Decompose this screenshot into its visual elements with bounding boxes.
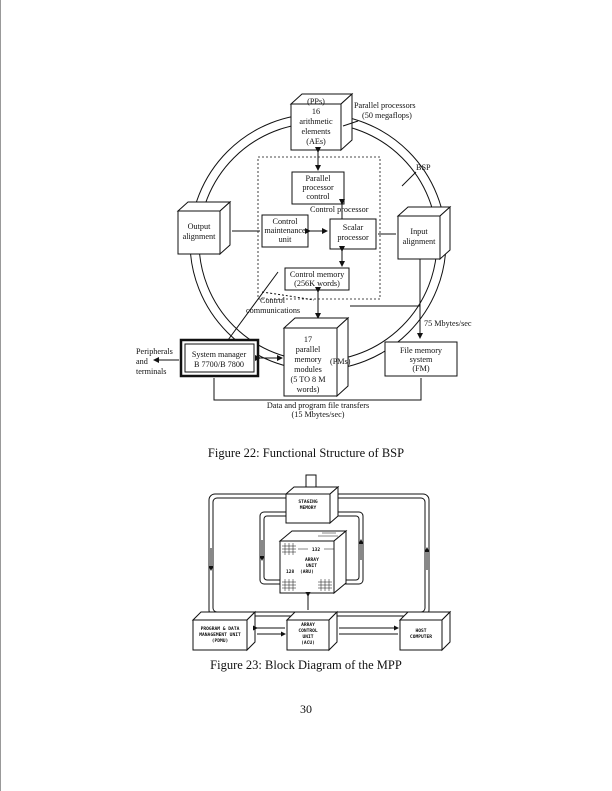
control-comm-link	[261, 291, 315, 301]
staging-1: MEMORY	[300, 505, 317, 511]
aru-box: 132 ARRAY UNIT (ARU) 128	[278, 529, 348, 595]
fm-box: File memory system (FM)	[384, 341, 458, 377]
staging-0: STAGING	[298, 499, 318, 505]
control-processor-label: Control processor	[310, 205, 369, 214]
ppc-line-2: control	[306, 192, 330, 201]
pp-label-pointer	[342, 120, 359, 127]
aru-2: (ARU)	[300, 569, 314, 575]
pp-label-1: (50 megaflops)	[362, 111, 412, 120]
staging-memory-box: STAGING MEMORY	[284, 474, 340, 525]
pp-line-0: (PPs)	[307, 97, 325, 106]
fm-line-1: system	[410, 355, 433, 364]
figure-22-caption: Figure 22: Functional Structure of BSP	[207, 446, 405, 460]
scalar-box: Scalar processor	[329, 218, 377, 250]
pp-line-3: elements	[301, 127, 330, 136]
aru-grid	[282, 532, 338, 591]
aru-dim-132: 132	[312, 547, 321, 553]
peripherals-0: Peripherals	[136, 347, 173, 356]
transfer-loop	[213, 378, 422, 401]
aru-1: UNIT	[306, 563, 317, 569]
pm-line-4: (5 TO 8 M	[291, 375, 327, 384]
peripherals-1: and	[136, 357, 148, 366]
fm-line-0: File memory	[400, 346, 443, 355]
pms-label: (PMs)	[330, 357, 351, 366]
input-line-1: alignment	[403, 237, 436, 246]
control-comm-1: communications	[246, 306, 300, 315]
bsp-label: BSP	[416, 163, 431, 172]
control-comm-0: Control	[260, 296, 286, 305]
cmu-box: Control maintenance unit	[261, 214, 309, 248]
pdmu-1: MANAGEMENT UNIT	[199, 632, 241, 638]
pdmu-box: PROGRAM & DATA MANAGEMENT UNIT (PDMU)	[191, 610, 257, 652]
pp-label-0: Parallel processors	[354, 101, 416, 110]
transfer-1: (15 Mbytes/sec)	[292, 410, 345, 419]
aru-dim-128: 128	[286, 569, 295, 575]
page-edge	[0, 0, 1, 791]
pp-line-2: arithmetic	[299, 117, 333, 126]
ppc-line-0: Parallel	[305, 174, 331, 183]
host-box: HOST COMPUTER	[398, 610, 452, 652]
cm-line-0: Control memory	[290, 270, 345, 279]
sm-line-0: System manager	[192, 350, 247, 359]
input-line-0: Input	[410, 227, 428, 236]
output-box: Output alignment	[176, 200, 232, 256]
pm-line-2: memory	[294, 355, 322, 364]
pm-line-3: modules	[294, 365, 322, 374]
ppc-line-1: processor	[302, 183, 334, 192]
rate-label: 75 Mbytes/sec	[424, 319, 472, 328]
pdmu-0: PROGRAM & DATA	[201, 626, 240, 632]
acu-1: CONTROL	[298, 628, 318, 634]
sm-box: System manager B 7700/B 7800	[179, 338, 260, 378]
figure-22-bsp-diagram: (PPs) 16 arithmetic elements (AEs) Paral…	[136, 92, 472, 419]
cmu-line-2: unit	[279, 235, 292, 244]
cmu-line-0: Control	[272, 217, 298, 226]
pm-box: 17 parallel memory modules (5 TO 8 M wor…	[282, 316, 350, 398]
cmu-line-1: maintenance	[264, 226, 306, 235]
pp-line-4: (AEs)	[306, 137, 326, 146]
acu-2: UNIT	[302, 634, 313, 640]
host-1: COMPUTER	[410, 634, 432, 640]
pm-line-5: words)	[297, 385, 320, 394]
scalar-line-0: Scalar	[343, 223, 364, 232]
pm-line-0: 17	[304, 335, 312, 344]
output-line-0: Output	[188, 222, 211, 231]
output-line-1: alignment	[183, 232, 216, 241]
page-number: 30	[300, 702, 312, 716]
transfer-0: Data and program file transfers	[267, 401, 369, 410]
acu-box: ARRAY CONTROL UNIT (ACU)	[285, 610, 339, 652]
fm-line-2: (FM)	[412, 364, 430, 373]
pdmu-2: (PDMU)	[212, 638, 229, 644]
sm-cmu-link	[227, 271, 279, 341]
acu-0: ARRAY	[301, 622, 315, 628]
pm-line-1: parallel	[296, 345, 321, 354]
peripherals-2: terminals	[136, 367, 166, 376]
sm-line-1: B 7700/B 7800	[194, 360, 244, 369]
bsp-label-pointer	[401, 171, 417, 187]
pp-line-1: 16	[312, 107, 320, 116]
figure-23-caption: Figure 23: Block Diagram of the MPP	[210, 658, 402, 672]
host-0: HOST	[415, 628, 426, 634]
scalar-line-1: processor	[337, 233, 369, 242]
cm-line-1: (256K words)	[294, 279, 340, 288]
ppc-box: Parallel processor control	[291, 171, 345, 205]
cm-box: Control memory (256K words)	[284, 267, 350, 291]
aru-0: ARRAY	[305, 557, 319, 563]
acu-3: (ACU)	[301, 640, 315, 646]
input-box: Input alignment	[396, 205, 452, 261]
